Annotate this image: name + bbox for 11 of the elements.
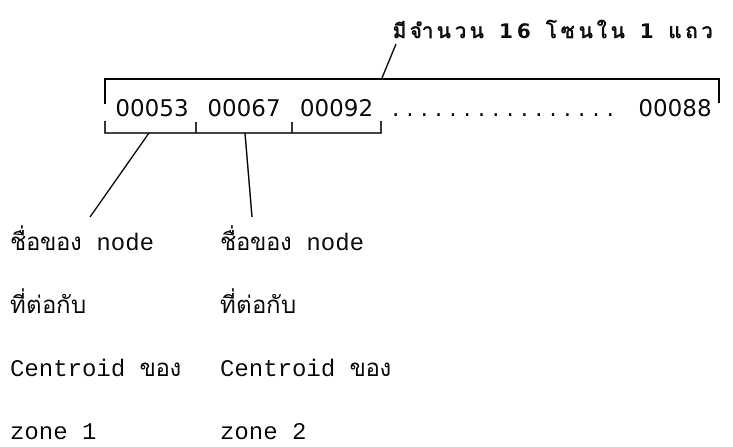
leader-line bbox=[244, 132, 253, 218]
zone-number: 00092 bbox=[292, 96, 381, 133]
zone-number: 00053 bbox=[108, 96, 196, 133]
leader-line bbox=[381, 44, 397, 78]
zone-number: 00088 bbox=[630, 96, 720, 133]
note-text: ชื่อของ node ที่ต่อกับ Centroid ของ zone 2 bbox=[220, 213, 410, 447]
zone-number: 00067 bbox=[196, 96, 292, 133]
leader-line bbox=[89, 132, 150, 218]
dotted-text: ................ bbox=[392, 96, 622, 122]
callout-text: มีจำนวน 16 โซนใน 1 แถว bbox=[393, 18, 733, 44]
note-text: ชื่อของ node ที่ต่อกับ Centroid ของ zone 1 bbox=[10, 213, 200, 447]
